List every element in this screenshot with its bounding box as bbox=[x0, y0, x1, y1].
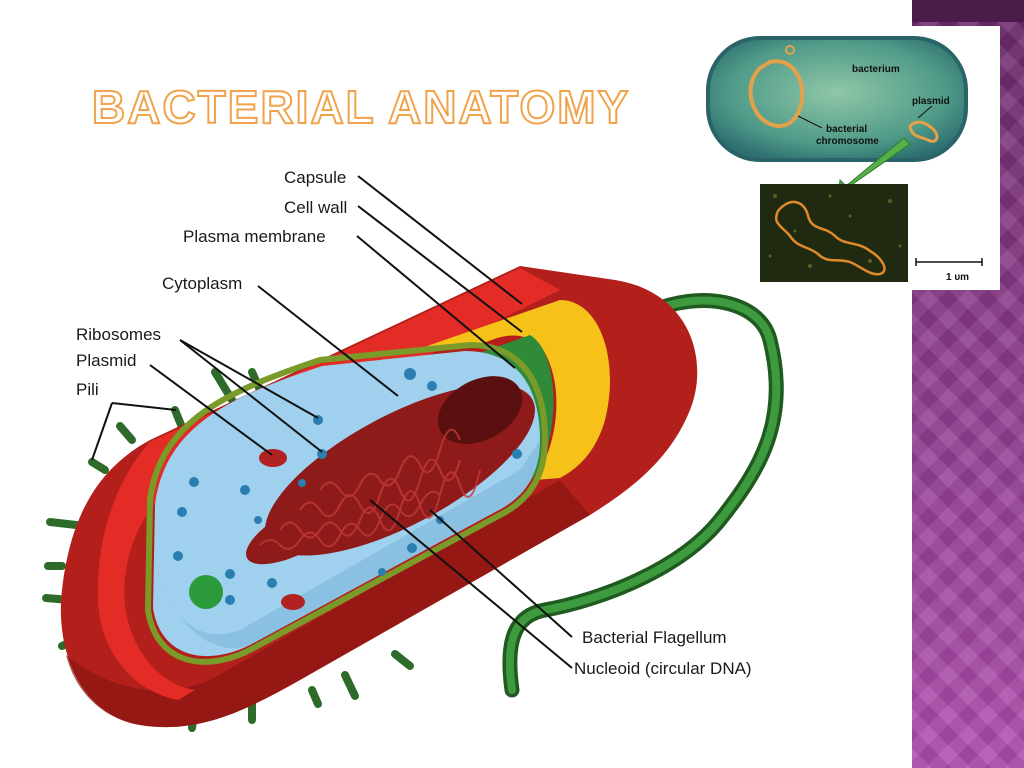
inset-label-plasmid: plasmid bbox=[912, 96, 950, 107]
inset-bacterium-panel: bacterium plasmid bacterial chromosome 1… bbox=[700, 26, 1000, 290]
pilus bbox=[88, 458, 109, 474]
label-nucleoid: Nucleoid (circular DNA) bbox=[574, 659, 752, 678]
label-plasma-membrane: Plasma membrane bbox=[183, 227, 326, 246]
cell-wall bbox=[97, 268, 560, 700]
leader-lines bbox=[91, 175, 573, 669]
inset-micrograph bbox=[760, 184, 908, 282]
side-decoration-band-top bbox=[912, 0, 1024, 22]
label-plasmid: Plasmid bbox=[76, 351, 136, 370]
ribosomes bbox=[173, 368, 522, 605]
nucleoid-texture bbox=[259, 428, 481, 550]
pilus bbox=[116, 422, 136, 444]
label-capsule: Capsule bbox=[284, 168, 346, 187]
label-ribosomes: Ribosomes bbox=[76, 325, 161, 344]
inset-plasmid bbox=[908, 120, 939, 143]
label-cell-wall: Cell wall bbox=[284, 198, 347, 217]
inset-chromosome bbox=[748, 59, 805, 128]
pilus bbox=[341, 671, 359, 700]
plasma-membrane-ring bbox=[144, 341, 549, 665]
plasmid bbox=[281, 594, 305, 610]
pilus bbox=[391, 650, 414, 670]
plasmid bbox=[259, 449, 287, 467]
flagellum-highlight bbox=[505, 296, 781, 694]
label-cytoplasm: Cytoplasm bbox=[162, 274, 242, 293]
micrograph-speckle bbox=[768, 194, 902, 268]
label-flagellum: Bacterial Flagellum bbox=[582, 628, 727, 647]
pilus bbox=[308, 686, 322, 708]
capsule-shadow bbox=[66, 480, 590, 728]
micrograph-plasmid-strand bbox=[774, 200, 886, 276]
inset-label-chromosome-1: bacterial bbox=[826, 124, 867, 135]
bacterium-diagram: Capsule Cell wall Plasma membrane Cytopl… bbox=[42, 168, 784, 732]
label-pili: Pili bbox=[76, 380, 99, 399]
scale-label: 1 υm bbox=[946, 272, 969, 283]
storage-granule bbox=[189, 575, 223, 609]
slide-title: BACTERIAL ANATOMY bbox=[91, 80, 631, 134]
inset-label-chromosome-2: chromosome bbox=[816, 136, 879, 147]
inset-bacterium-cell bbox=[706, 36, 968, 162]
inset-chromosome-knot bbox=[785, 45, 795, 55]
cytoplasm-shade bbox=[155, 440, 540, 649]
inset-label-bacterium: bacterium bbox=[852, 64, 900, 75]
